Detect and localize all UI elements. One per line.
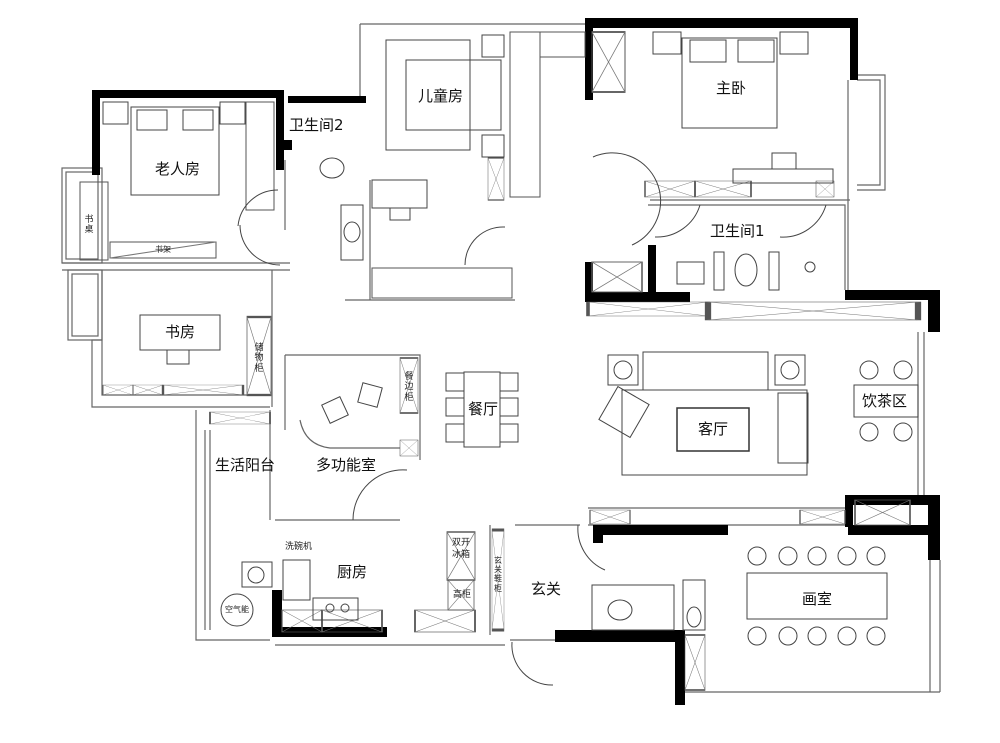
room-label-bathroom-1: 卫生间1	[710, 222, 765, 240]
room-label-studio: 画室	[802, 590, 833, 608]
label-bookshelf: 书架	[155, 245, 171, 254]
label-double-door-fridge: 双开冰箱	[452, 538, 471, 560]
room-label-foyer: 玄关	[531, 580, 562, 598]
label-storage-cabinet: 储物柜	[254, 343, 264, 374]
cabinets	[79, 31, 918, 691]
furniture	[102, 31, 919, 686]
room-label-elder-room: 老人房	[155, 160, 201, 178]
label-tall-cabinet: 高柜	[453, 590, 472, 600]
room-label-dining-room: 餐厅	[468, 400, 499, 418]
room-label-bathroom-2: 卫生间2	[289, 116, 344, 134]
room-label-kids-room: 儿童房	[418, 87, 464, 105]
room-label-living-room: 客厅	[698, 420, 729, 438]
label-dishwasher: 洗碗机	[285, 542, 313, 552]
room-label-utility-balcony: 生活阳台	[215, 456, 276, 474]
room-label-study: 书房	[165, 323, 196, 341]
label-entry-shoe-cabinet: 玄关鞋柜	[494, 556, 502, 593]
room-label-kitchen: 厨房	[337, 563, 368, 581]
label-sideboard: 餐边柜	[404, 372, 414, 403]
label-desk: 书桌	[84, 215, 94, 236]
room-label-tea-area: 饮茶区	[862, 392, 908, 410]
room-label-master-bedroom: 主卧	[716, 79, 747, 97]
label-air-energy-heater: 空气能	[225, 605, 249, 614]
room-label-multi-function-room: 多功能室	[316, 456, 377, 474]
